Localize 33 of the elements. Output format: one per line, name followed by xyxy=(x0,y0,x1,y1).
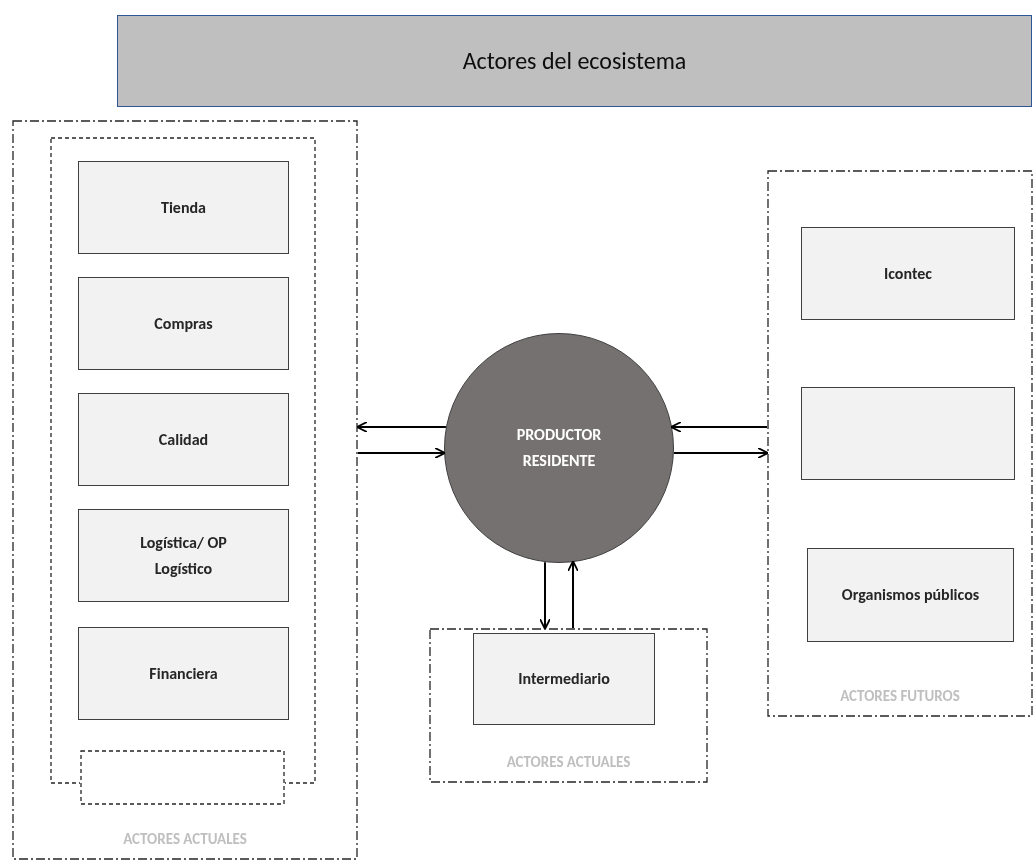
actor-box xyxy=(78,161,289,254)
box-label: Logística/ OP Logístico xyxy=(139,531,228,580)
actor-box xyxy=(78,277,289,370)
box-label: Icontec xyxy=(884,262,932,285)
circle-label: PRODUCTOR RESIDENTE xyxy=(515,424,603,472)
arrow xyxy=(672,447,769,459)
box-label: Calidad xyxy=(158,428,209,451)
group-label: ACTORES FUTUROS xyxy=(839,685,961,707)
actor-box xyxy=(78,509,289,602)
box-label: Financiera xyxy=(149,662,218,685)
group-frame xyxy=(50,137,316,784)
box-label: Intermediario xyxy=(518,668,610,690)
box-label: Compras xyxy=(154,312,213,335)
actor-box xyxy=(807,548,1014,642)
actor-box xyxy=(473,633,655,725)
actor-box xyxy=(78,393,289,486)
arrow xyxy=(539,561,551,630)
group-frame xyxy=(12,120,358,860)
group-frame xyxy=(767,170,1033,717)
actor-box xyxy=(801,227,1015,320)
arrow xyxy=(356,421,447,433)
arrow xyxy=(567,560,579,629)
box-label: Organismos públicos xyxy=(841,584,980,606)
box-label: Tienda xyxy=(161,196,206,219)
actor-box xyxy=(78,627,289,720)
group-label: ACTORES ACTUALES xyxy=(122,828,248,850)
arrow xyxy=(670,421,768,433)
name-tag-box xyxy=(80,750,285,805)
arrow xyxy=(357,447,446,459)
actor-box xyxy=(801,387,1015,480)
group-frame xyxy=(429,628,708,783)
group-label: ACTORES ACTUALES xyxy=(505,751,632,773)
title-banner: Actores del ecosistema xyxy=(117,15,1032,107)
